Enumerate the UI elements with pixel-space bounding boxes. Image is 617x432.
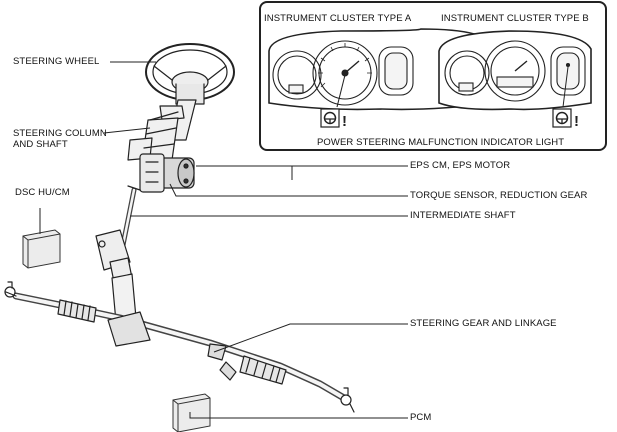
steering-wheel-label: STEERING WHEEL [13,56,100,67]
tie-rod-ends-drawing [4,281,355,413]
cluster-type-b-label: INSTRUMENT CLUSTER TYPE B [441,13,589,24]
steering-warning-icon: ! [552,108,579,130]
leader-lines [39,61,408,419]
steering-column-label: STEERING COLUMN AND SHAFT [13,128,107,150]
steering-gear-label: STEERING GEAR AND LINKAGE [410,318,557,329]
eps-label: EPS CM, EPS MOTOR [410,160,511,171]
steering-rack-drawing [12,292,348,402]
svg-text:!: ! [574,113,579,130]
cluster-drawings: ! ! [268,28,592,130]
indicator-light-label: POWER STEERING MALFUNCTION INDICATOR LIG… [317,137,565,148]
cluster-type-a-label: INSTRUMENT CLUSTER TYPE A [264,13,412,24]
torque-sensor-label: TORQUE SENSOR, REDUCTION GEAR [410,190,588,201]
svg-text:!: ! [342,113,347,130]
instrument-cluster-panel: INSTRUMENT CLUSTER TYPE A INSTRUMENT CLU… [259,1,607,151]
cluster-b-drawing [438,30,592,111]
pcm-box [172,393,211,432]
intermediate-shaft-label: INTERMEDIATE SHAFT [410,210,516,221]
steering-wheel-drawing [145,43,235,105]
eps-motor-drawing [139,153,195,193]
steering-warning-icon: ! [320,108,347,130]
dsc-hu-cm-label: DSC HU/CM [15,187,70,198]
steering-column-drawing [127,99,197,161]
pcm-label: PCM [410,412,432,423]
dsc-hu-cm-box [22,229,61,269]
